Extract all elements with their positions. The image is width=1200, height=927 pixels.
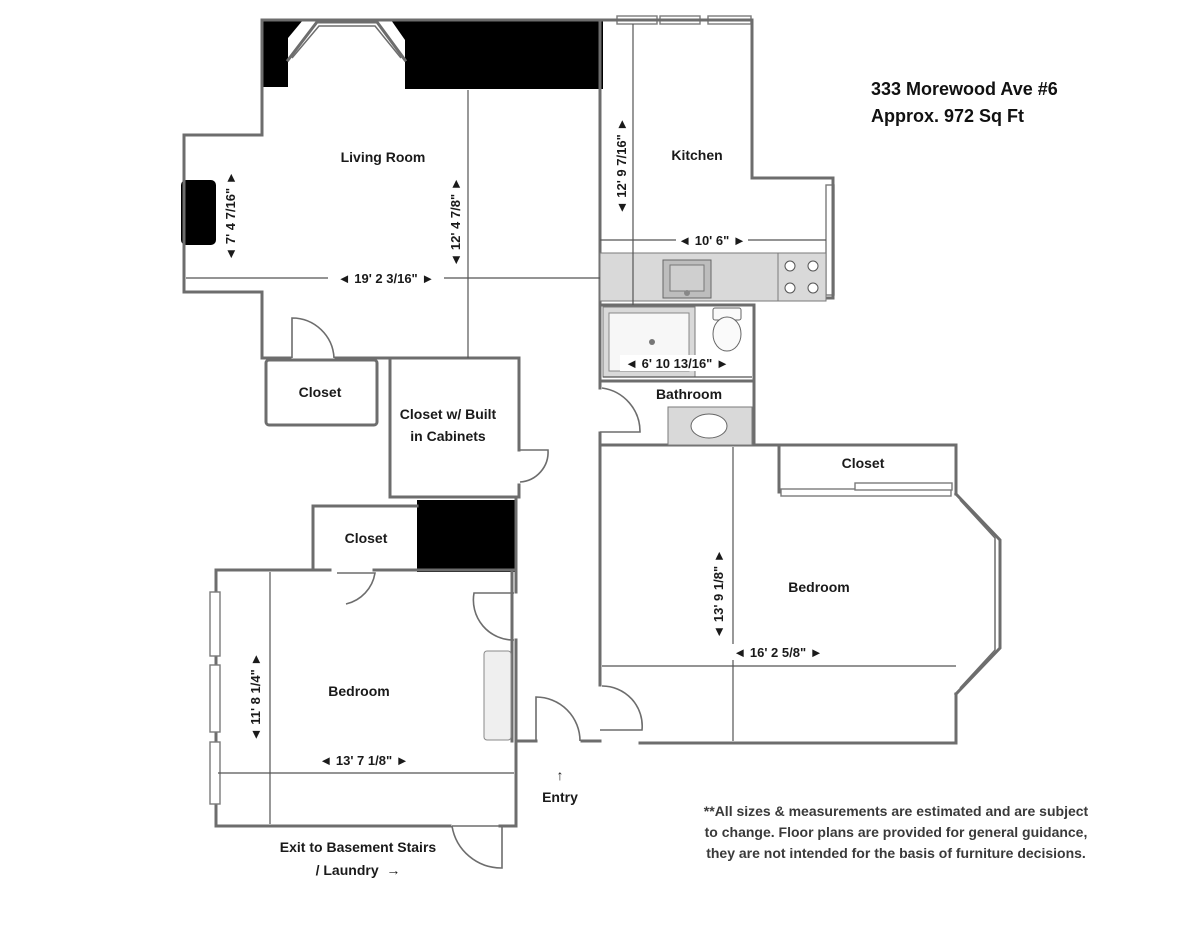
header: 333 Morewood Ave #6 Approx. 972 Sq Ft	[871, 76, 1058, 130]
walls	[182, 18, 1002, 828]
disclaimer-note: **All sizes & measurements are estimated…	[680, 801, 1112, 864]
doors	[291, 317, 643, 869]
note-line-2: to change. Floor plans are provided for …	[704, 824, 1088, 840]
dim-living-width: ◄ 19' 2 3/16" ►	[328, 270, 444, 286]
living-bay-window	[285, 20, 408, 63]
svg-text:◄ 11' 8 1/4" ►: ◄ 11' 8 1/4" ►	[248, 653, 263, 742]
svg-text:◄ 12' 9 7/16" ►: ◄ 12' 9 7/16" ►	[614, 118, 629, 214]
label-closet-lower: Closet	[345, 530, 388, 546]
dimension-labels: ◄ 19' 2 3/16" ► ◄ 10' 6" ► ◄ 6' 10 13/16…	[318, 232, 826, 768]
svg-text:◄ 19' 2 3/16" ►: ◄ 19' 2 3/16" ►	[338, 271, 434, 286]
svg-text:◄ 10' 6" ►: ◄ 10' 6" ►	[678, 233, 746, 248]
kitchen-fixtures	[599, 252, 827, 302]
label-closet-builtin-1: Closet w/ Built	[400, 406, 497, 422]
note-line-3: they are not intended for the basis of f…	[706, 845, 1086, 861]
label-bedroom-left: Bedroom	[328, 683, 389, 699]
dim-bedroom-right-depth: ◄ 13' 9 1/8" ►	[710, 544, 726, 644]
arrow-right-icon: →	[386, 862, 401, 878]
svg-text:◄ 6' 10 13/16" ►: ◄ 6' 10 13/16" ►	[625, 356, 729, 371]
bedroom-left-windows	[209, 591, 221, 805]
dim-bedroom-left-depth: ◄ 11' 8 1/4" ►	[247, 647, 263, 747]
dim-bedroom-left-width: ◄ 13' 7 1/8" ►	[318, 752, 410, 768]
room-labels: Living Room Kitchen Closet Closet w/ Bui…	[299, 147, 885, 805]
exit-line-1: Exit to Basement Stairs	[279, 839, 437, 855]
dim-kitchen-depth: ◄ 12' 9 7/16" ►	[613, 114, 629, 218]
dim-living-alcove: ◄ 7' 4 7/16" ►	[223, 171, 238, 260]
label-bathroom: Bathroom	[656, 386, 722, 402]
label-living-room: Living Room	[341, 149, 426, 165]
dim-kitchen-width: ◄ 10' 6" ►	[676, 232, 748, 248]
label-entry: Entry	[542, 789, 578, 805]
svg-text:◄ 7' 4 7/16" ►: ◄ 7' 4 7/16" ►	[223, 171, 238, 260]
note-line-1: **All sizes & measurements are estimated…	[703, 803, 1089, 819]
dim-living-depth: ◄ 12' 4 7/8" ►	[447, 172, 463, 272]
vertical-dimension-labels: ◄ 7' 4 7/16" ► ◄ 12' 4 7/8" ► ◄ 12' 9 7/…	[223, 114, 726, 747]
exit-line-2: / Laundry →	[315, 862, 401, 878]
svg-text:◄ 16' 2 5/8" ►: ◄ 16' 2 5/8" ►	[733, 645, 822, 660]
svg-text:◄ 13' 7 1/8" ►: ◄ 13' 7 1/8" ►	[319, 753, 408, 768]
area-subtitle: Approx. 972 Sq Ft	[871, 106, 1025, 126]
svg-text:◄ 12' 4 7/8" ►: ◄ 12' 4 7/8" ►	[448, 177, 463, 266]
label-closet-left: Closet	[299, 384, 342, 400]
exit-label: Exit to Basement Stairs / Laundry →	[270, 836, 446, 882]
dim-bedroom-right-width: ◄ 16' 2 5/8" ►	[730, 644, 826, 660]
address-title: 333 Morewood Ave #6	[871, 79, 1058, 99]
entry-arrow-icon: ↑	[557, 767, 564, 783]
dim-bath-width: ◄ 6' 10 13/16" ►	[620, 355, 734, 371]
bath-fixtures	[602, 306, 753, 446]
label-bedroom-right: Bedroom	[788, 579, 849, 595]
svg-text:◄ 13' 9 1/8" ►: ◄ 13' 9 1/8" ►	[711, 549, 726, 638]
label-closet-right: Closet	[842, 455, 885, 471]
closet-shelves	[483, 482, 953, 741]
dark-blocks	[181, 20, 603, 572]
label-closet-builtin-2: in Cabinets	[410, 428, 486, 444]
label-kitchen: Kitchen	[671, 147, 722, 163]
